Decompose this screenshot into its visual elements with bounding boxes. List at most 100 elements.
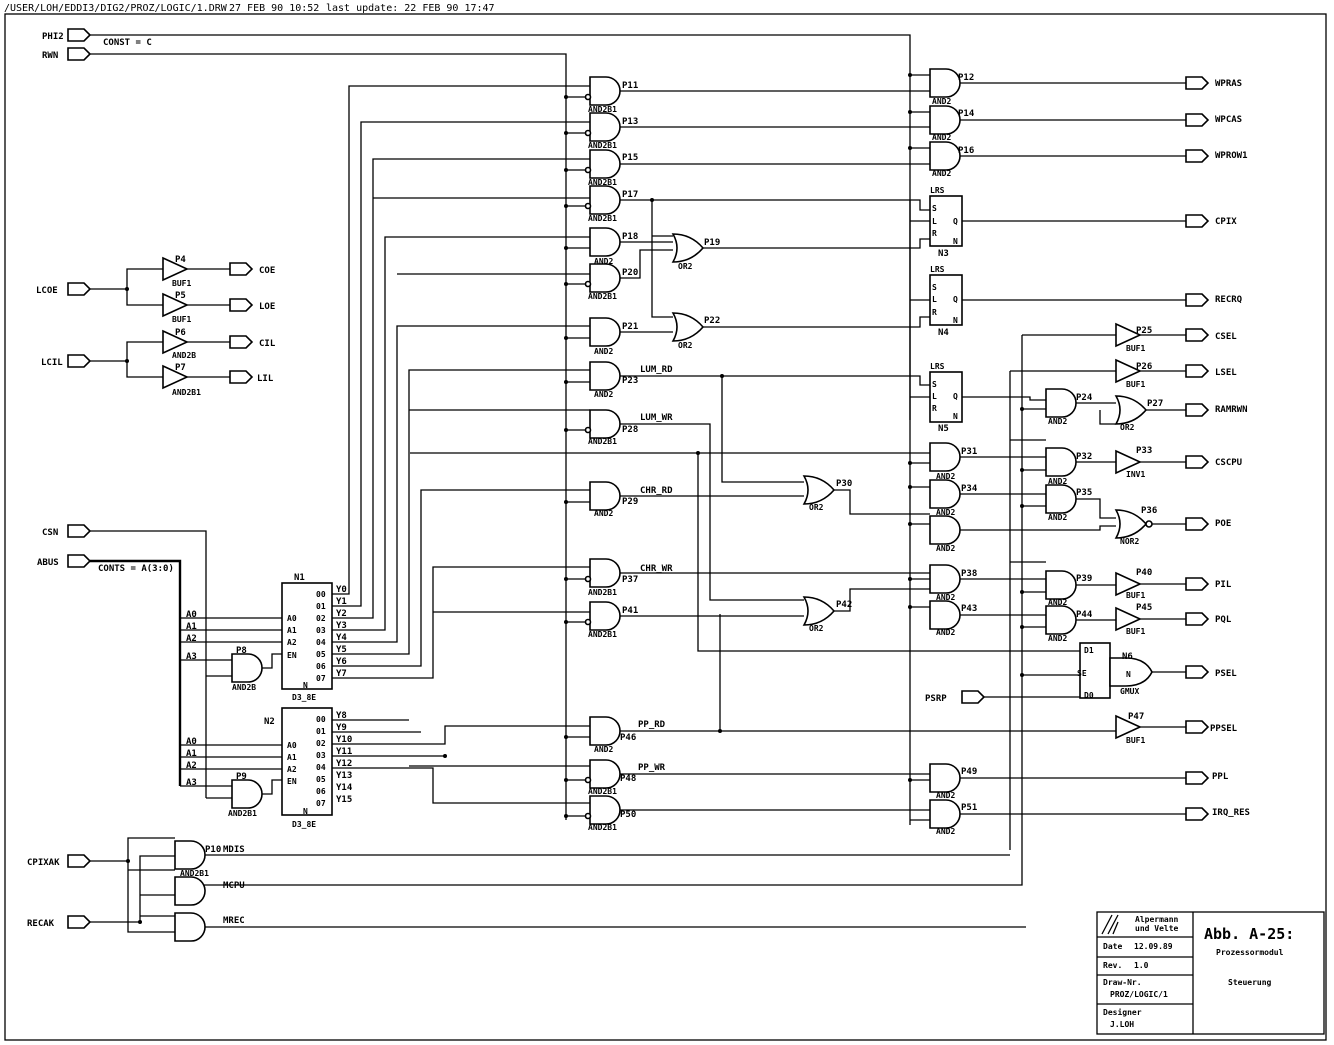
svg-text:N: N [953,316,958,325]
net-chr-rd: CHR_RD [640,486,673,496]
svg-text:P30: P30 [836,479,852,489]
gate-and2-x: AND2 [929,515,961,553]
svg-text:Y3: Y3 [336,621,347,631]
output-cscpu: CSCPU [1185,455,1242,469]
svg-text:P17: P17 [622,190,638,200]
latch-n3: LRS SLR QN N3 [929,186,963,259]
svg-text:WPCAS: WPCAS [1215,115,1242,125]
svg-text:Q: Q [953,392,958,401]
svg-text:L: L [932,392,937,401]
svg-text:PHI2: PHI2 [42,32,64,42]
svg-text:P40: P40 [1136,568,1152,578]
svg-text:N: N [953,237,958,246]
svg-text:AND2B1: AND2B1 [588,630,617,639]
svg-text:AND2: AND2 [594,347,613,356]
svg-text:P7: P7 [175,363,186,373]
svg-text:RECAK: RECAK [27,919,55,929]
svg-text:CIL: CIL [259,339,276,349]
svg-text:P47: P47 [1128,712,1144,722]
svg-text:Y7: Y7 [336,669,347,679]
svg-text:und Velte: und Velte [1135,924,1179,933]
svg-text:CONST = C: CONST = C [103,38,152,48]
output-cil: CIL [229,335,276,349]
svg-text:BUF1: BUF1 [1126,736,1145,745]
svg-text:OR2: OR2 [678,341,693,350]
svg-text:PPSEL: PPSEL [1210,724,1238,734]
svg-text:A1: A1 [186,749,197,759]
output-irq-res: IRQ_RES [1185,807,1250,821]
svg-text:A2: A2 [186,761,197,771]
svg-text:Alpermann: Alpermann [1135,915,1179,924]
svg-text:LOE: LOE [259,302,275,312]
svg-text:A1: A1 [186,622,197,632]
svg-text:EN: EN [287,651,297,660]
svg-text:P35: P35 [1076,488,1092,498]
svg-text:N4: N4 [938,328,949,338]
svg-text:AND2: AND2 [932,169,951,178]
svg-text:A0: A0 [287,614,297,623]
svg-text:05: 05 [316,650,326,659]
svg-text:P23: P23 [622,376,638,386]
svg-text:GMUX: GMUX [1120,687,1139,696]
svg-text:02: 02 [316,614,326,623]
svg-text:AND2: AND2 [932,133,951,142]
svg-text:CSN: CSN [42,528,58,538]
svg-text:P15: P15 [622,153,638,163]
svg-text:OR2: OR2 [809,503,824,512]
latch-n4: LRS SLR QN N4 [929,265,963,338]
svg-text:RECRQ: RECRQ [1215,295,1243,305]
svg-text:S: S [932,283,937,292]
svg-text:02: 02 [316,739,326,748]
svg-text:A3: A3 [186,778,197,788]
svg-text:BUF1: BUF1 [1126,344,1145,353]
svg-text:P6: P6 [175,328,186,338]
svg-text:OR2: OR2 [1120,423,1135,432]
svg-text:1.0: 1.0 [1134,961,1149,970]
svg-text:D0: D0 [1084,691,1094,700]
svg-text:CONTS = A(3:0): CONTS = A(3:0) [98,564,174,574]
svg-text:Y6: Y6 [336,657,347,667]
svg-text:P26: P26 [1136,362,1152,372]
output-lil: LIL [229,370,274,384]
svg-text:L: L [932,295,937,304]
svg-text:P45: P45 [1136,603,1152,613]
svg-text:06: 06 [316,662,326,671]
svg-text:PROZ/LOGIC/1: PROZ/LOGIC/1 [1110,990,1168,999]
svg-text:ABUS: ABUS [37,558,59,568]
svg-text:P10: P10 [205,845,221,855]
svg-text:P39: P39 [1076,574,1092,584]
svg-text:P27: P27 [1147,399,1163,409]
svg-text:Y14: Y14 [336,783,353,793]
output-lsel: LSEL [1185,364,1237,378]
svg-text:AND2: AND2 [594,745,613,754]
svg-text:SE: SE [1077,669,1087,678]
svg-text:N3: N3 [938,249,949,259]
svg-text:Y1: Y1 [336,597,347,607]
input-recak: RECAK [27,915,91,929]
svg-text:LRS: LRS [930,186,945,195]
svg-text:AND2B1: AND2B1 [588,588,617,597]
svg-text:06: 06 [316,787,326,796]
svg-text:P25: P25 [1136,326,1152,336]
svg-text:AND2B: AND2B [232,683,256,692]
input-abus: ABUS CONTS = A(3:0) [37,554,174,574]
svg-text:S: S [932,204,937,213]
